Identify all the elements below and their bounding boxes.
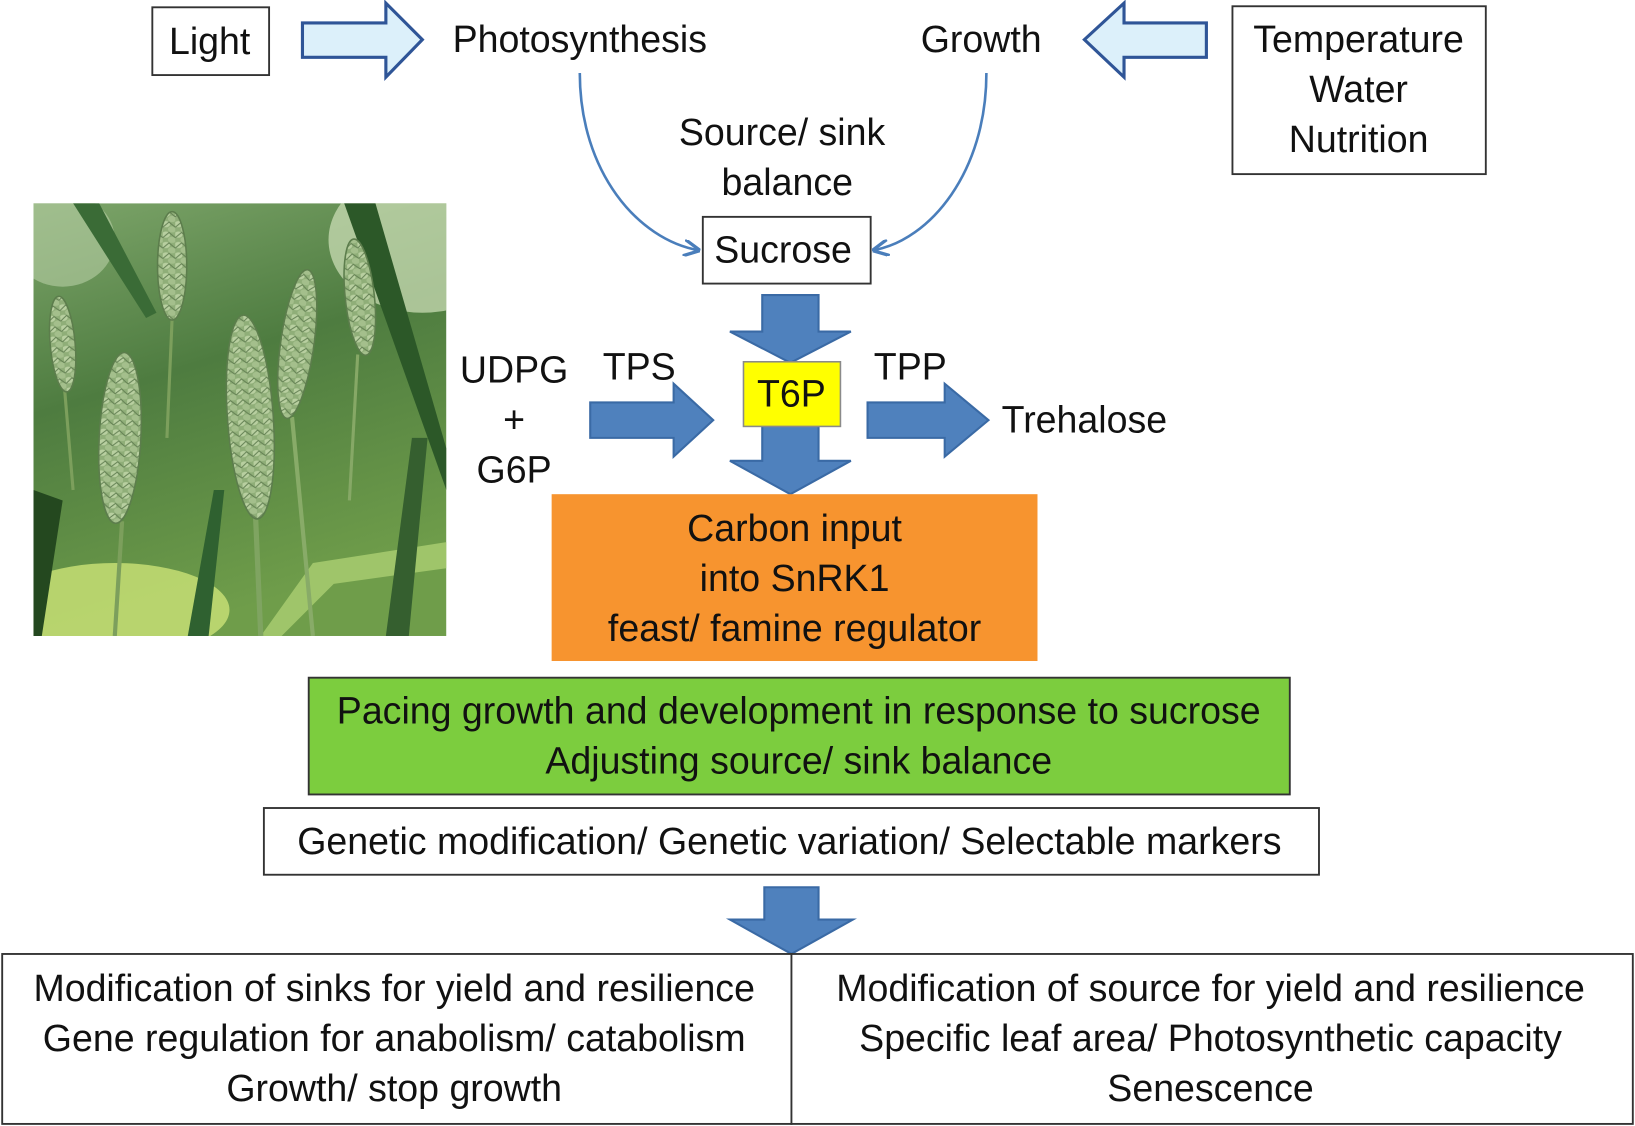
- carbon-input-box: [551, 494, 1038, 662]
- tpp-label: TPP: [874, 346, 947, 388]
- wheat-photo-leaf: [73, 203, 157, 318]
- t6p-label: T6P: [757, 373, 826, 415]
- sinks-box: [1, 953, 793, 1125]
- wheat-photo-stem: [347, 354, 360, 501]
- pacing-box: [307, 676, 1291, 796]
- wheat-photo-ear: [225, 314, 276, 520]
- tps-arrow: [589, 381, 715, 460]
- source-line1: Modification of source for yield and res…: [836, 967, 1585, 1009]
- substrate-g6p: G6P: [477, 449, 552, 491]
- light-to-photosynthesis-arrow: [300, 0, 425, 82]
- light-box: [151, 6, 271, 77]
- wheat-photo-ear: [343, 238, 377, 357]
- genetic-box: [262, 807, 1320, 876]
- t6p-to-carbon-arrow: [729, 424, 852, 496]
- environment-water: Water: [1309, 68, 1408, 110]
- substrate-udpg: UDPG: [460, 349, 568, 391]
- wheat-photo-leaf: [187, 490, 225, 636]
- genetic-to-outcomes-arrow: [725, 886, 857, 956]
- sucrose-label: Sucrose: [714, 229, 852, 271]
- wheat-photo-ear: [97, 351, 143, 525]
- genetic-label: Genetic modification/ Genetic variation/…: [297, 820, 1281, 862]
- wheat-photo-ear: [48, 295, 77, 393]
- wheat-photo-stem: [112, 521, 125, 636]
- source-sink-label-line2: balance: [722, 161, 853, 203]
- wheat-photo: [33, 203, 447, 636]
- pacing-line2: Adjusting source/ sink balance: [545, 740, 1052, 782]
- growth-to-sucrose-curve: [874, 72, 988, 250]
- t6p-box: [742, 360, 842, 428]
- source-line2: Specific leaf area/ Photosynthetic capac…: [859, 1017, 1562, 1059]
- wheat-photo-ear: [276, 268, 318, 420]
- wheat-photo-sunlit-patch: [33, 563, 230, 636]
- pacing-line1: Pacing growth and development in respons…: [337, 690, 1261, 732]
- environment-temperature: Temperature: [1253, 18, 1464, 60]
- light-label: Light: [169, 20, 251, 62]
- tpp-arrow: [866, 381, 991, 459]
- sinks-line2: Gene regulation for anabolism/ catabolis…: [43, 1017, 746, 1059]
- trehalose-label: Trehalose: [1002, 399, 1167, 441]
- photosynthesis-label: Photosynthesis: [453, 18, 707, 60]
- carbon-input-line3: feast/ famine regulator: [608, 607, 981, 649]
- wheat-photo-stem: [165, 317, 174, 438]
- wheat-photo-leaf: [33, 490, 63, 636]
- environment-nutrition: Nutrition: [1289, 118, 1429, 160]
- substrate-plus: +: [503, 399, 525, 441]
- photosynthesis-to-sucrose-curve: [578, 72, 699, 250]
- sinks-line3: Growth/ stop growth: [226, 1067, 562, 1109]
- growth-label: Growth: [921, 18, 1042, 60]
- environment-to-growth-arrow: [1082, 0, 1208, 81]
- wheat-photo-stem: [252, 515, 264, 636]
- wheat-photo-ear: [156, 210, 188, 321]
- source-line3: Senescence: [1107, 1067, 1313, 1109]
- wheat-photo-leaf: [385, 437, 428, 636]
- environment-box: [1231, 5, 1487, 176]
- sucrose-to-t6p-arrow: [729, 294, 852, 364]
- sinks-line1: Modification of sinks for yield and resi…: [33, 967, 754, 1009]
- sucrose-box: [701, 215, 872, 285]
- tps-label: TPS: [603, 346, 676, 388]
- source-box: [790, 953, 1634, 1125]
- wheat-photo-stem: [63, 390, 75, 491]
- carbon-input-line1: Carbon input: [687, 507, 902, 549]
- carbon-input-line2: into SnRK1: [700, 557, 890, 599]
- source-sink-label-line1: Source/ sink: [679, 111, 886, 153]
- wheat-photo-stem: [289, 416, 315, 636]
